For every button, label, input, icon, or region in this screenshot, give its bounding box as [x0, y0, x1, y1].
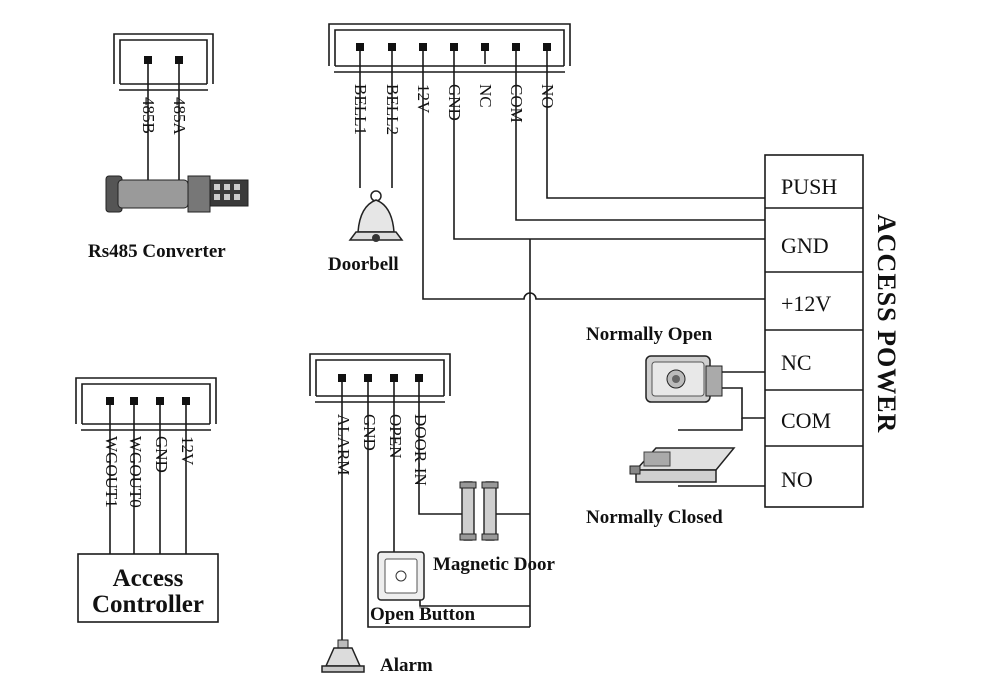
rs485-converter-icon	[105, 175, 249, 213]
wiegand-connector	[75, 377, 217, 431]
open-button-caption: Open Button	[370, 604, 475, 625]
wire-door-gnd	[367, 382, 530, 628]
door-pin-label: GND	[360, 414, 379, 451]
rs485-pin-label: 485B	[139, 97, 158, 134]
doorbell-caption: Doorbell	[328, 254, 399, 275]
door-connector	[309, 353, 451, 403]
terminal-com: COM	[781, 408, 831, 433]
access-power-block	[764, 154, 864, 508]
wiegand-pin-gnd	[156, 397, 164, 405]
wire-no-to-push	[546, 51, 765, 199]
top-pin-bell2	[388, 43, 396, 51]
door-pin-label: OPEN	[386, 414, 405, 458]
wire-com-to-gnd	[515, 51, 765, 221]
rs485-connector	[113, 33, 214, 91]
terminal-no: NO	[781, 467, 813, 492]
wiegand-pin-label: WGOUT0	[126, 436, 145, 508]
access-controller-box	[77, 553, 219, 623]
top-pin-12v	[419, 43, 427, 51]
wire-button-return	[419, 600, 530, 607]
wire-gnd-to-gnd	[453, 51, 765, 240]
rs485-caption: Rs485 Converter	[88, 241, 226, 262]
top-pin-bell1	[356, 43, 364, 51]
magnetic-door-caption: Magnetic Door	[433, 554, 555, 575]
door-pin-gnd	[364, 374, 372, 382]
rs485-pin-485b	[144, 56, 152, 64]
wiegand-pin-label: WGOUT1	[102, 436, 121, 508]
door-pin-alarm	[338, 374, 346, 382]
wire-com-lock-no	[722, 387, 765, 419]
alarm-icon	[321, 639, 365, 673]
wiegand-pin-12v	[182, 397, 190, 405]
normally-closed-lock-icon	[629, 447, 736, 483]
access-controller-line2: Controller	[92, 591, 204, 618]
wiegand-pin-wgout1	[106, 397, 114, 405]
top-pin-com	[512, 43, 520, 51]
rs485-pin-485a	[175, 56, 183, 64]
wiegand-pin-label: GND	[152, 436, 171, 473]
terminal-gnd: GND	[781, 233, 829, 258]
wire-door-in	[418, 382, 462, 515]
top-connector	[328, 23, 571, 73]
wiegand-pin-label: 12V	[178, 436, 197, 466]
open-button-icon	[377, 551, 425, 601]
rs485-pin-label: 485A	[170, 97, 189, 136]
top-pin-gnd	[450, 43, 458, 51]
terminal-nc: NC	[781, 350, 812, 375]
normally-open-caption: Normally Open	[586, 324, 713, 345]
door-pin-open	[390, 374, 398, 382]
door-pin-door-in	[415, 374, 423, 382]
normally-open-lock-icon	[645, 355, 723, 403]
wire-com-lock-nc	[678, 418, 743, 431]
access-controller-line1: Access	[113, 565, 184, 592]
wiegand-pin-wgout0	[130, 397, 138, 405]
doorbell-icon	[348, 190, 404, 242]
door-pin-label: DOOR-IN	[411, 414, 430, 486]
terminal-plus12v: +12V	[781, 291, 831, 316]
alarm-caption: Alarm	[380, 655, 433, 676]
access-power-title: ACCESS POWER	[872, 214, 901, 433]
terminal-push: PUSH	[781, 174, 837, 199]
magnetic-door-icon	[459, 481, 499, 541]
top-pin-nc	[481, 43, 489, 51]
top-pin-no	[543, 43, 551, 51]
normally-closed-caption: Normally Closed	[586, 507, 723, 528]
door-pin-label: ALARM	[334, 414, 353, 475]
top-pin-label: NC	[476, 84, 495, 108]
wire-12v-to-plus12v	[422, 51, 765, 300]
